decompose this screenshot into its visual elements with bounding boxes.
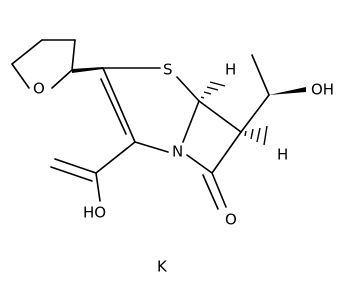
atom-hydroxyl: OH bbox=[311, 81, 334, 99]
wedge-thf-to-ring bbox=[72, 67, 103, 73]
atom-acid-hydroxyl: HO bbox=[83, 204, 106, 222]
atom-ring-oxygen: O bbox=[33, 80, 45, 98]
bond-c2-c3 bbox=[102, 67, 136, 143]
bond-carbonyl-2 bbox=[202, 174, 219, 210]
bond-thf-5 bbox=[71, 39, 76, 71]
bond-s-c5 bbox=[176, 76, 200, 102]
bond-n-c2 bbox=[134, 141, 169, 153]
bond-c6-ch bbox=[240, 94, 270, 133]
bond-thf-2 bbox=[11, 39, 43, 65]
hash-c6-h bbox=[244, 125, 268, 146]
hash-c5-h bbox=[200, 81, 226, 99]
bond-thf-3 bbox=[11, 63, 30, 89]
bond-c6-c7 bbox=[211, 131, 242, 174]
bond-c2-cooh bbox=[95, 141, 136, 174]
bond-cooh-dbl-2 bbox=[50, 166, 93, 182]
atom-nitrogen: N bbox=[172, 143, 183, 161]
bond-c5-c6 bbox=[198, 100, 242, 133]
counterion-potassium: K bbox=[157, 258, 168, 276]
atom-hydrogen-top: H bbox=[225, 61, 236, 79]
wedge-ch-oh bbox=[269, 87, 306, 95]
atom-carbonyl-oxygen: O bbox=[225, 211, 237, 229]
bond-cooh-oh bbox=[95, 172, 101, 202]
bond-c7-n bbox=[186, 154, 213, 174]
bond-c2-c3-double bbox=[100, 78, 127, 135]
bond-c5-n bbox=[182, 100, 200, 143]
atom-sulfur: S bbox=[163, 61, 173, 79]
bond-cooh-dbl-1 bbox=[54, 158, 97, 174]
bond-thf-4 bbox=[51, 69, 73, 89]
bond-carbonyl-1 bbox=[211, 172, 227, 208]
bond-ch-ch3 bbox=[251, 54, 270, 96]
atom-hydrogen-right: H bbox=[277, 146, 288, 164]
